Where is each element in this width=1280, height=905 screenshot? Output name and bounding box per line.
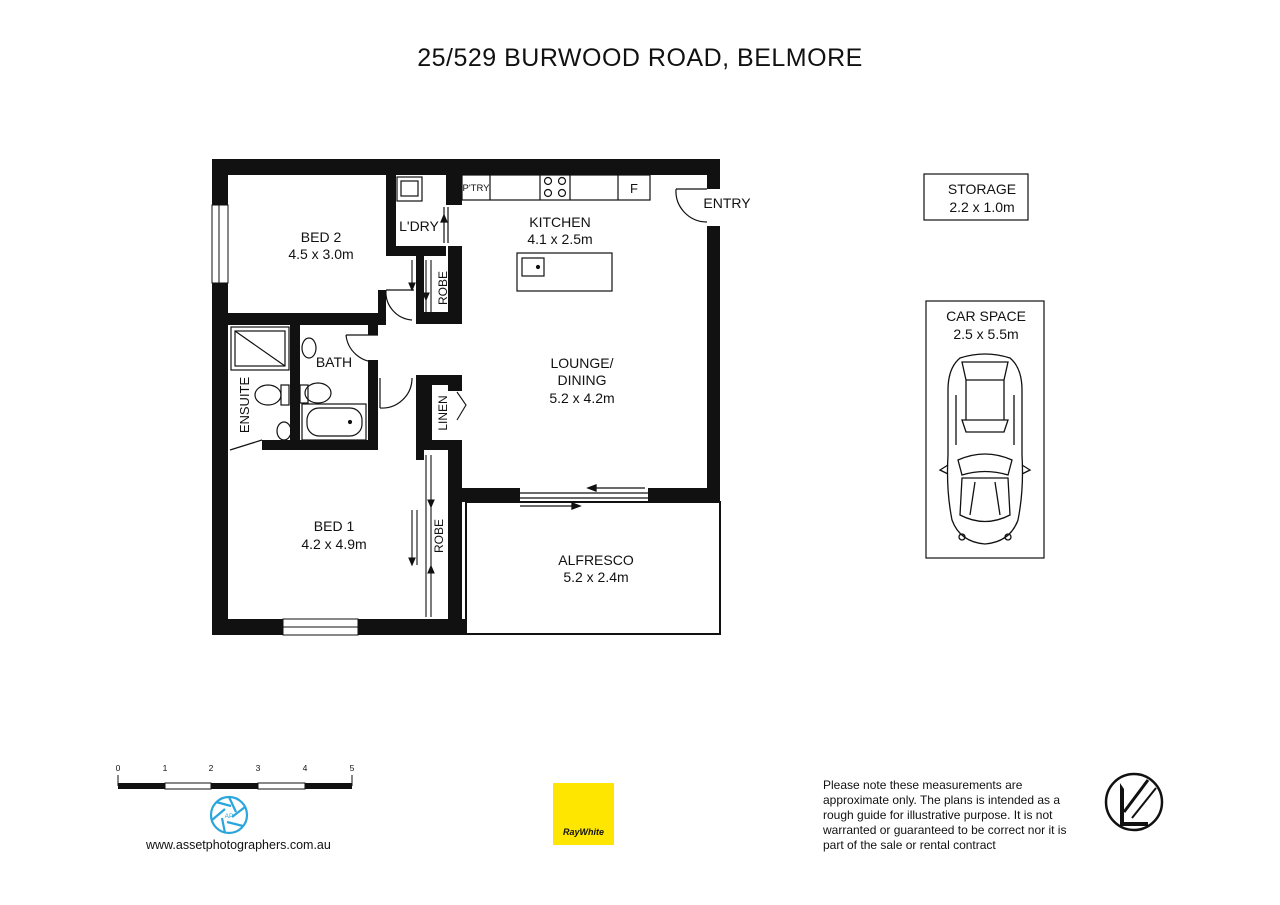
- car-icon: [938, 353, 1032, 545]
- entry-door: [675, 188, 708, 223]
- bed1-dims: 4.2 x 4.9m: [301, 536, 366, 552]
- lounge-label-line1: LOUNGE/: [550, 355, 613, 371]
- car-space-label: CAR SPACE: [946, 308, 1026, 324]
- linen-label: LINEN: [436, 395, 450, 430]
- bed1-label: BED 1: [314, 518, 355, 534]
- bath-fixtures: [299, 337, 367, 441]
- laundry-label: L'DRY: [399, 218, 439, 234]
- storage-label: STORAGE: [948, 181, 1016, 197]
- bed2-label: BED 2: [301, 229, 342, 245]
- bath-label: BATH: [316, 354, 352, 370]
- scale-tick-3: 3: [256, 763, 261, 773]
- photographer-website[interactable]: www.assetphotographers.com.au: [146, 838, 331, 852]
- scale-tick-4: 4: [303, 763, 308, 773]
- car-space-dims: 2.5 x 5.5m: [953, 326, 1018, 342]
- pantry-label: P'TRY: [463, 183, 491, 194]
- robe-top-label: ROBE: [436, 271, 450, 305]
- lounge-label-line2: DINING: [558, 372, 607, 388]
- kitchen-bench: [461, 174, 651, 292]
- car-space-box: [925, 300, 1045, 559]
- scale-tick-0: 0: [116, 763, 121, 773]
- aperture-logo-icon: AP: [209, 795, 249, 835]
- ensuite-fixtures: [229, 326, 292, 451]
- scale-tick-2: 2: [209, 763, 214, 773]
- entry-label: ENTRY: [703, 195, 751, 211]
- robe-bottom-doors: [408, 455, 435, 617]
- kitchen-dims: 4.1 x 2.5m: [527, 231, 592, 247]
- storage-box: [923, 173, 1029, 221]
- scale-tick-5: 5: [350, 763, 355, 773]
- disclaimer-text: Please note these measurements are appro…: [823, 778, 1067, 852]
- linen-doors: [456, 391, 467, 421]
- scale-bar: 0 1 2 3 4 5: [116, 763, 355, 790]
- agency-name: RayWhite: [562, 827, 604, 837]
- alfresco-dims: 5.2 x 2.4m: [563, 569, 628, 585]
- fridge-label: F: [630, 181, 638, 196]
- plan-title: 25/529 BURWOOD ROAD, BELMORE: [417, 44, 863, 72]
- raywhite-logo: RayWhite: [553, 783, 614, 845]
- laundry-tub: [396, 176, 449, 243]
- kitchen-label: KITCHEN: [529, 214, 590, 230]
- robe-bottom-label: ROBE: [432, 519, 446, 553]
- passage-doors: [345, 289, 414, 409]
- ensuite-label: ENSUITE: [237, 377, 252, 434]
- north-arrow-icon: [1104, 772, 1164, 832]
- bed2-dims: 4.5 x 3.0m: [288, 246, 353, 262]
- alfresco-label: ALFRESCO: [558, 552, 634, 568]
- interior-walls: [228, 175, 462, 460]
- robe-top-doors: [408, 260, 432, 312]
- alfresco-outline: [465, 501, 721, 635]
- lounge-dims: 5.2 x 4.2m: [549, 390, 614, 406]
- sliding-door: [520, 484, 648, 510]
- photographer-initials: AP: [225, 813, 234, 820]
- storage-dims: 2.2 x 1.0m: [949, 199, 1014, 215]
- scale-tick-1: 1: [163, 763, 168, 773]
